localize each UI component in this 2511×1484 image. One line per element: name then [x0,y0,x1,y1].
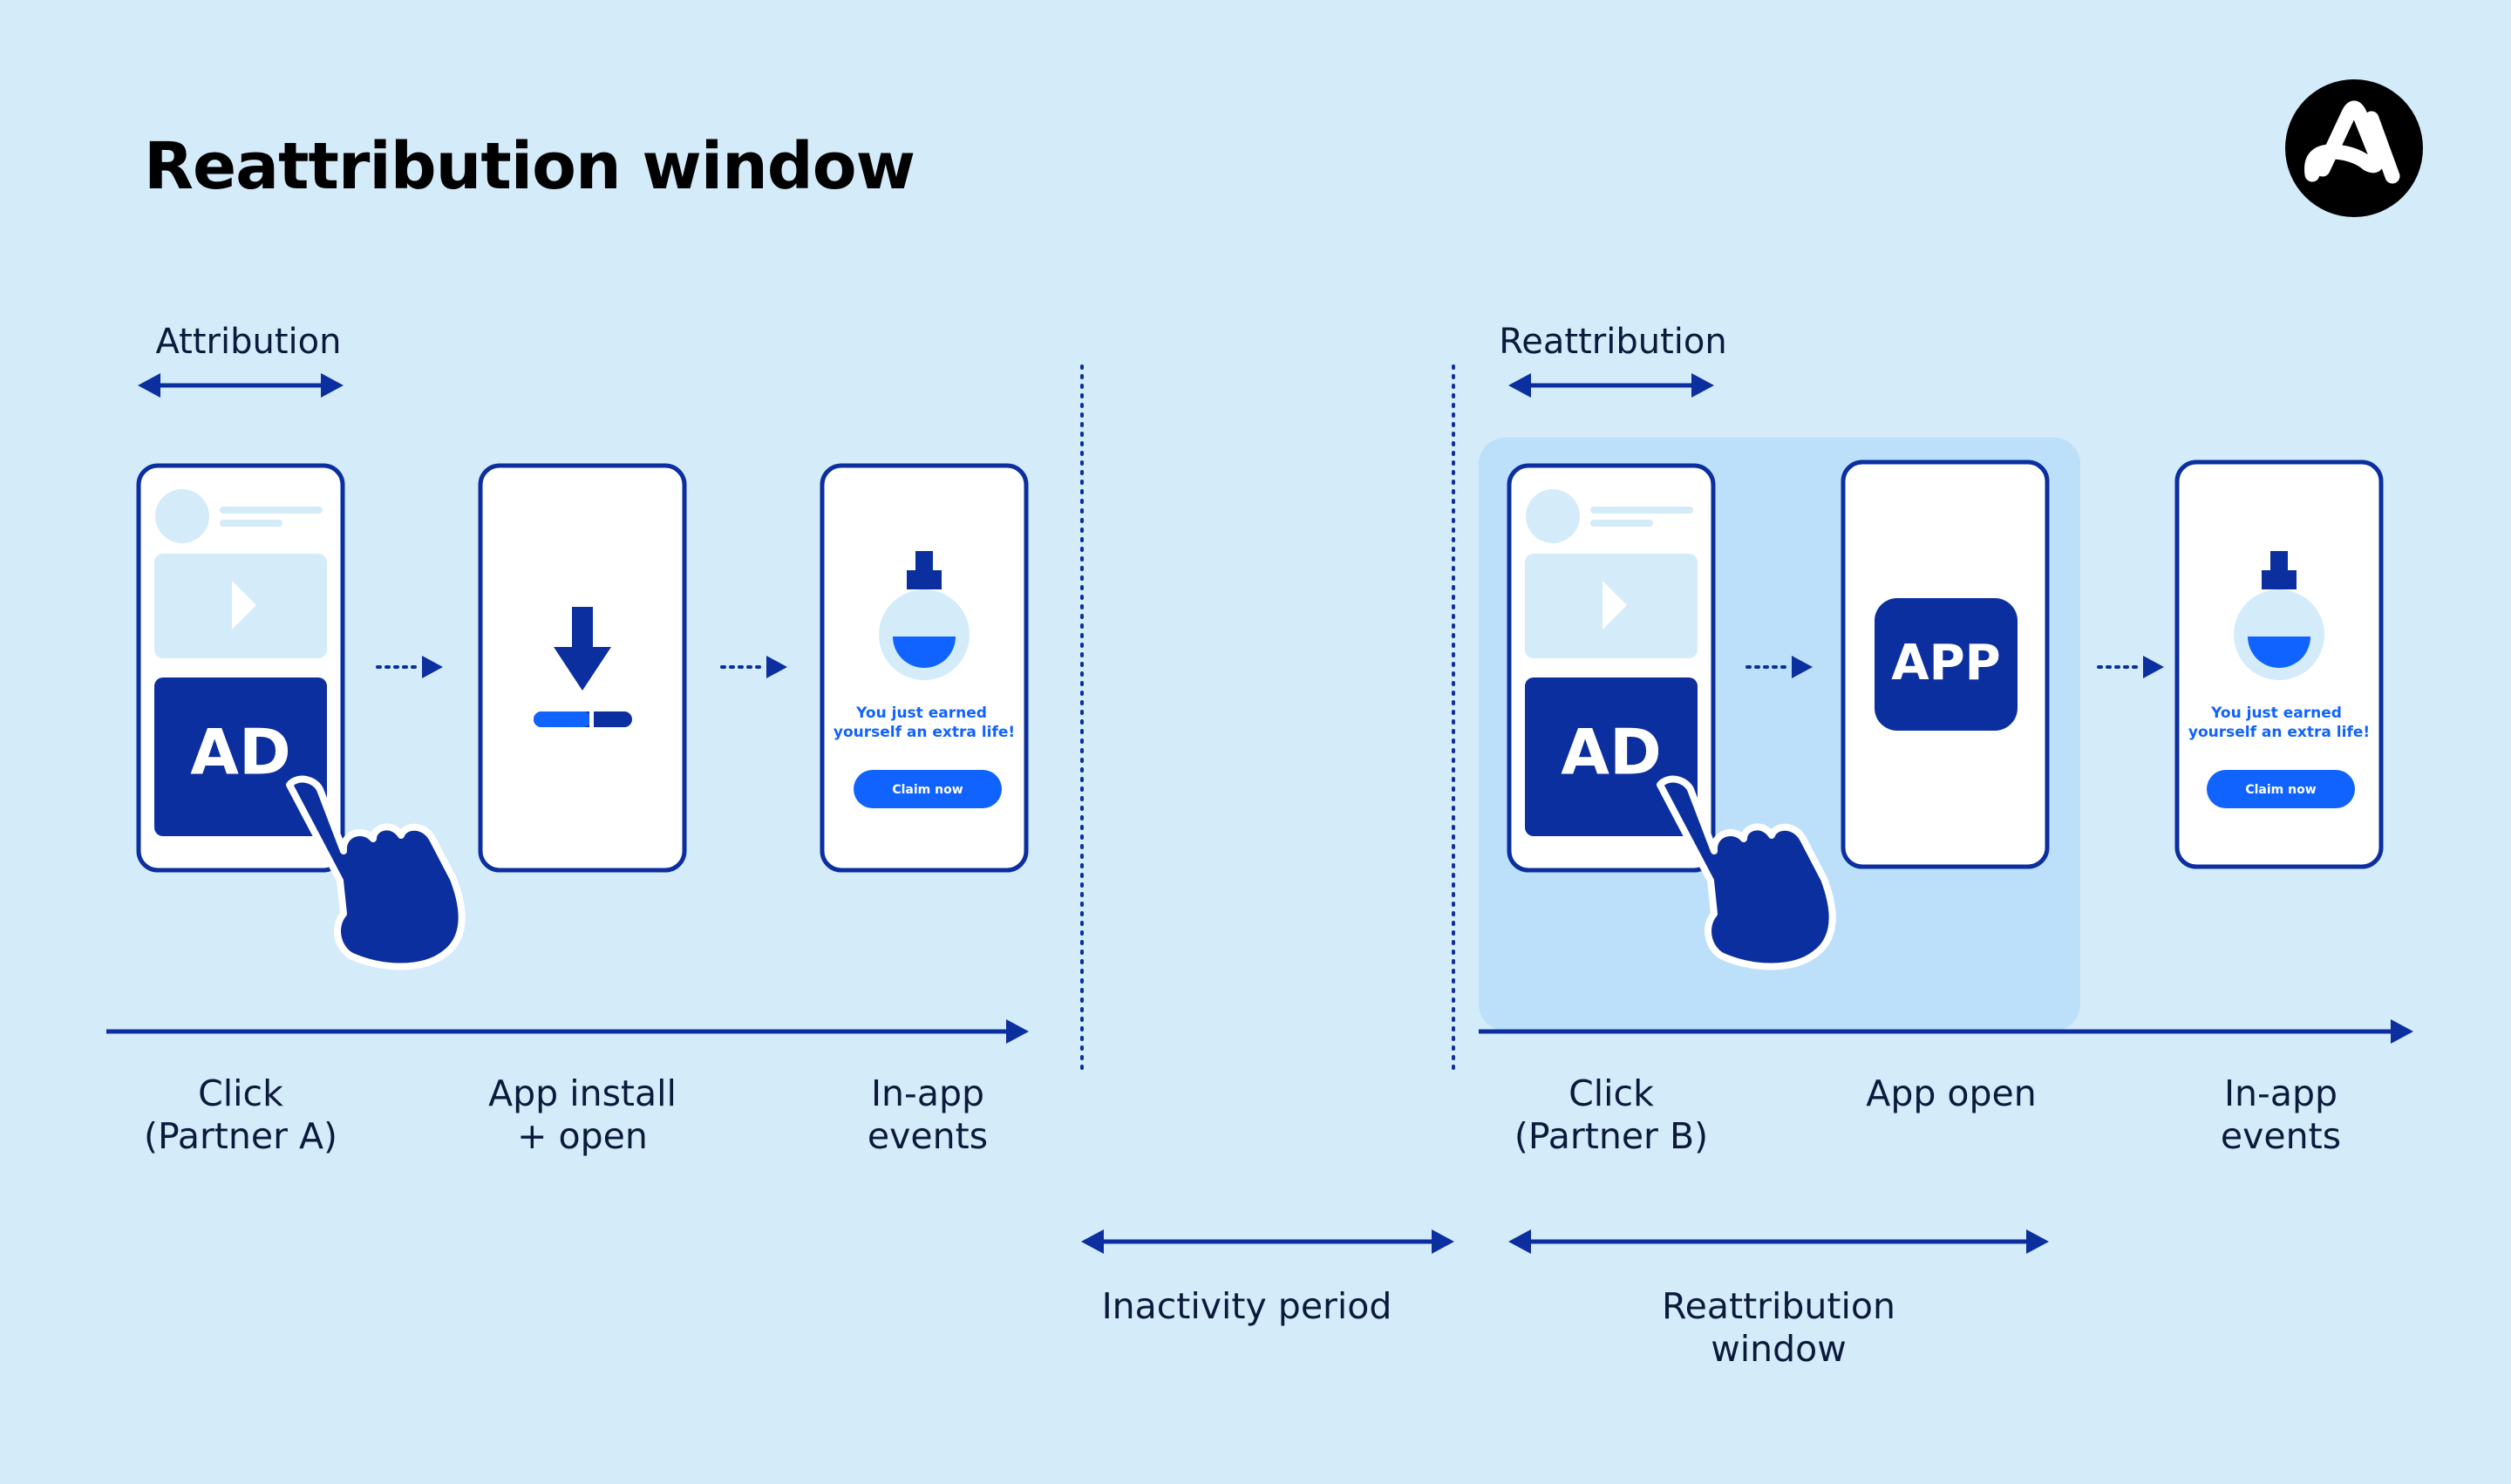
download-icon [554,607,611,691]
step-label-click-a: Click (Partner A) [143,1072,338,1158]
potion-icon [879,551,970,680]
reward-message: You just earned yourself an extra life! [2188,705,2370,741]
ad-banner [154,677,327,836]
connector-arrow-2 [720,656,787,678]
reward-line-1-r: You just earned [2210,705,2342,722]
hand-pointer-icon [289,779,462,967]
reattribution-label: Reattribution [1499,322,1727,362]
attribution-span-arrow [138,373,344,398]
claim-now-label: Claim now [892,783,963,797]
reattribution-window-label: Reattribution window [1662,1285,1895,1371]
claim-now-button [2207,770,2355,808]
ad-banner [1525,677,1698,836]
attribution-label: Attribution [155,322,342,362]
step-label-app-open: App open [1866,1072,2037,1114]
page-title: Reattribution window [144,129,915,204]
install-phone [478,463,687,873]
reattribution-span-arrow [1508,373,1714,398]
app-phone: APP [1841,459,2050,869]
step-label-inapp-right: In-app events [2220,1072,2342,1158]
timeline-left-arrow [106,1019,1029,1044]
avatar-placeholder [155,489,209,543]
play-icon [1603,581,1627,630]
claim-now-label: Claim now [2245,783,2316,797]
potion-icon [2234,551,2324,680]
reward-line-2: yourself an extra life! [834,724,1015,741]
ad-text: AD [1561,716,1662,789]
avatar-placeholder [1526,489,1580,543]
app-icon [1875,598,2018,731]
reward-message: You just earned yourself an extra life! [834,705,1015,741]
reward-phone-right: You just earned yourself an extra life! … [2174,459,2384,869]
inactivity-period-label: Inactivity period [1101,1285,1392,1327]
progress-bar [534,711,632,727]
step-label-install: App install + open [488,1072,677,1158]
step-label-inapp-left: In-app events [867,1072,989,1158]
adjust-logo-icon [2285,79,2423,217]
connector-arrow-1 [376,656,443,678]
reward-line-2-r: yourself an extra life! [2188,724,2370,741]
connector-arrow-3 [1745,656,1813,678]
ad-phone: AD [136,463,345,873]
reattribution-window-arrow [1508,1229,2049,1254]
claim-now-button [854,770,1002,808]
reward-phone-left: You just earned yourself an extra life! … [820,463,1029,873]
play-icon [232,581,256,630]
reward-line-1: You just earned [855,705,987,722]
step-label-click-b: Click (Partner B) [1514,1072,1709,1158]
inactivity-period-arrow [1081,1229,1454,1254]
connector-arrow-4 [2097,656,2164,678]
ad-phone-reattribution: AD [1507,463,1716,873]
app-icon-label: APP [1891,635,2000,691]
ad-text: AD [190,716,291,789]
timeline-right-arrow [1479,1019,2413,1044]
